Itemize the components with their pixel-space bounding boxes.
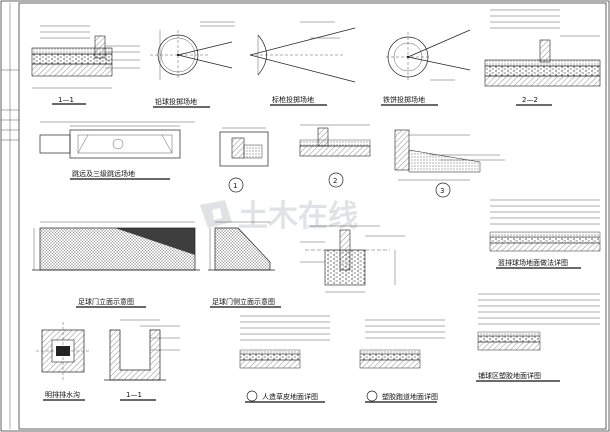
detail-goal-side: 足球门侧立面示意图 [208, 221, 281, 308]
drawing-frame [18, 2, 607, 430]
title-section-1-1b: 1—1 [126, 391, 142, 399]
title-shot-put: 铅球投掷场地 [155, 97, 197, 106]
title-section-1-1: 1—1 [58, 96, 74, 104]
title-paving: 铺球区塑胶地面详图 [478, 371, 541, 380]
callout-circle-1 [228, 177, 244, 193]
detail-discus: 铁饼投掷场地 [381, 29, 471, 106]
callout-3-label: 3 [440, 187, 444, 195]
callout-2-label: 2 [333, 177, 337, 185]
detail-section-1-1: 1—1 [31, 25, 140, 105]
title-track: 塑胶跑道地面详图 [382, 392, 438, 401]
title-court-detail: 篮排球场地面做法详图 [498, 258, 568, 267]
detail-court-surface: 篮排球场地面做法详图 [489, 199, 601, 269]
detail-shot-put: 铅球投掷场地 [150, 21, 235, 108]
detail-section-2-2: 2—2 [484, 9, 601, 106]
title-long-jump: 跳远及三级跳远场地 [72, 169, 135, 178]
detail-post-footing [300, 225, 405, 293]
title-discus: 铁饼投掷场地 [383, 95, 425, 104]
detail-curb-1: 1 [219, 127, 269, 193]
detail-curb-3: 3 [394, 129, 505, 198]
title-drain: 明排排水沟 [45, 390, 80, 399]
detail-plastic-track: 塑胶跑道地面详图 [359, 319, 445, 403]
callout-circle-2 [328, 172, 344, 188]
detail-goal-elevation: 足球门立面示意图 [32, 221, 200, 308]
callout-1-label: 1 [233, 182, 237, 190]
callout-circle-3 [435, 182, 451, 198]
watermark-text: 土木在线 [238, 199, 358, 234]
detail-long-jump: 跳远及三级跳远场地 [39, 121, 195, 180]
detail-drain-plan: 明排排水沟 [36, 322, 90, 401]
title-javelin: 标枪投掷场地 [272, 95, 314, 104]
detail-paving: 铺球区塑胶地面详图 [476, 293, 600, 382]
title-goal-elevation: 足球门立面示意图 [78, 297, 134, 306]
title-walkway: 人造草皮地面详图 [262, 392, 318, 401]
title-goal-side: 足球门侧立面示意图 [212, 297, 275, 306]
title-section-2-2: 2—2 [522, 96, 538, 104]
watermark: 土木在线 [200, 199, 358, 234]
detail-artificial-turf: 人造草皮地面详图 [239, 315, 330, 403]
detail-javelin: 标枪投掷场地 [249, 21, 356, 106]
left-title-strip [1, 3, 19, 429]
detail-curb-2: 2 [299, 124, 371, 188]
detail-drain-section: 1—1 [104, 319, 180, 401]
